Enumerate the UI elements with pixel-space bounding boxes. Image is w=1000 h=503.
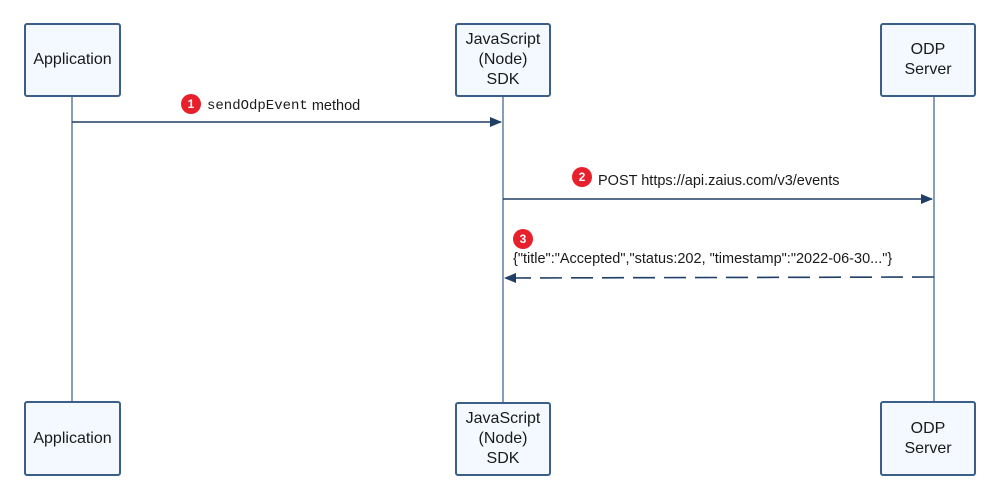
step-badge-1: 1 [181, 94, 201, 114]
message-1-text: method [307, 98, 361, 114]
participant-sdk-bottom: JavaScript (Node) SDK [455, 402, 551, 476]
participant-sdk-top: JavaScript (Node) SDK [455, 23, 551, 97]
participant-application-top: Application [24, 23, 121, 97]
message-1-label: sendOdpEvent method [207, 97, 360, 115]
step-badge-2: 2 [572, 167, 592, 187]
participant-odp-server-bottom: ODP Server [880, 401, 976, 476]
message-3-arrow [504, 272, 935, 283]
message-1-code: sendOdpEvent [207, 98, 308, 114]
participant-application-bottom: Application [24, 401, 121, 476]
participant-odp-server-top: ODP Server [880, 23, 976, 97]
step-badge-3: 3 [513, 229, 533, 249]
message-2-label: POST https://api.zaius.com/v3/events [598, 173, 840, 189]
message-3-label: {"title":"Accepted","status:202, "timest… [513, 251, 893, 267]
